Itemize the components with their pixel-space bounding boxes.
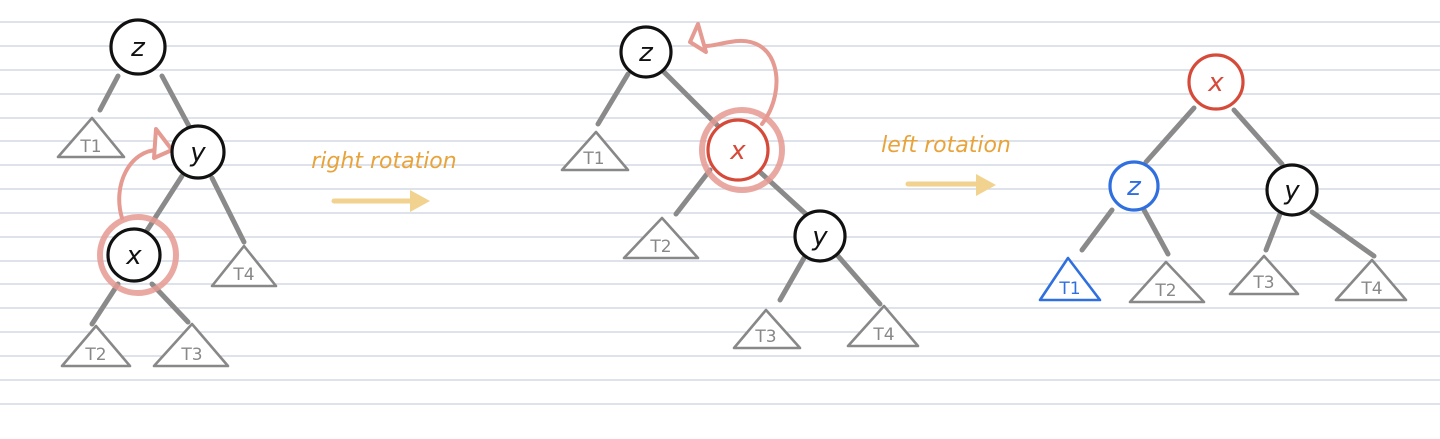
subtree-label: T3 [754, 327, 776, 347]
subtree-t3: T3 [152, 322, 230, 368]
subtree-t4: T4 [846, 304, 920, 348]
node-label: z [130, 33, 146, 63]
subtree-t2: T2 [622, 216, 700, 260]
subtree-label: T1 [582, 149, 604, 169]
tree-node-y: y [170, 124, 226, 180]
node-highlight-ring [97, 214, 179, 296]
edge [89, 281, 121, 327]
subtree-triangle [622, 216, 700, 260]
node-circle [1108, 160, 1160, 212]
edge [1143, 105, 1197, 165]
edge [777, 255, 807, 303]
tree-after-right-rotation: z x y T1 T2 T3 T4 [560, 22, 920, 350]
subtree-triangle [60, 324, 132, 368]
node-label: z [1126, 172, 1142, 202]
edge [661, 69, 723, 131]
left-rotation-caption-group: left rotation [881, 133, 1011, 196]
subtree-t4: T4 [210, 244, 278, 288]
subtree-triangle [560, 130, 630, 172]
node-label: z [638, 38, 654, 68]
subtree-t2: T2 [60, 324, 132, 368]
left-rotation-caption: left rotation [881, 133, 1011, 158]
node-circle [1265, 163, 1319, 217]
node-circle [170, 124, 226, 180]
subtree-t3: T3 [1228, 254, 1300, 296]
rotation-hint-arrowhead [152, 127, 174, 160]
subtree-triangle [732, 308, 802, 350]
node-circle [1187, 53, 1245, 111]
edge [1141, 207, 1171, 257]
tree-edges [1079, 105, 1377, 259]
subtree-t3: T3 [732, 308, 802, 350]
rotation-hint-arrowhead [688, 22, 708, 54]
subtree-label: T2 [1154, 281, 1176, 301]
edge [1263, 211, 1283, 253]
node-circle [793, 209, 847, 263]
subtree-triangle [1334, 258, 1408, 302]
subtree-triangle [1038, 256, 1102, 302]
tree-node-z: z [619, 25, 673, 79]
subtree-label: T4 [872, 325, 894, 345]
node-label: y [189, 138, 206, 168]
node-label: y [1283, 176, 1300, 206]
subtree-label: T3 [180, 345, 202, 365]
node-label: x [125, 241, 142, 271]
tree-node-x: x [1187, 53, 1245, 111]
subtree-t2: T2 [1128, 260, 1206, 304]
subtree-triangle [1128, 260, 1206, 304]
edge [595, 71, 631, 127]
subtree-label: T1 [79, 137, 101, 157]
subtree-t4: T4 [1334, 258, 1408, 302]
edge [1231, 107, 1285, 167]
subtree-label: T2 [84, 345, 106, 365]
rotation-hint-arrow [704, 38, 779, 126]
tree-edges [595, 69, 883, 307]
node-highlight-ring [699, 107, 785, 193]
right-rotation-caption-group: right rotation [311, 149, 457, 212]
tree-node-y: y [1265, 163, 1319, 217]
edge [97, 73, 121, 113]
edge [209, 175, 247, 245]
tree-edges [89, 73, 247, 327]
edge [1079, 207, 1115, 253]
tree-node-z: z [109, 18, 167, 76]
subtree-t1: T1 [1038, 256, 1102, 302]
node-label: x [729, 136, 746, 166]
right-rotation-arrowhead [410, 190, 430, 212]
node-circle [106, 227, 162, 283]
subtree-triangle [846, 304, 920, 348]
tree-after-left-rotation: x z y T1 T2 T3 T4 [1038, 53, 1408, 304]
edge [835, 253, 883, 307]
right-rotation-caption: right rotation [311, 149, 456, 174]
tree-node-y: y [793, 209, 847, 263]
node-circle [706, 118, 770, 182]
tree-node-x: x [106, 227, 162, 283]
subtree-label: T1 [1058, 279, 1080, 299]
left-rotation-arrowhead [976, 174, 996, 196]
node-label: x [1207, 68, 1224, 98]
node-circle [109, 18, 167, 76]
subtree-label: T4 [232, 265, 254, 285]
subtree-triangle [1228, 254, 1300, 296]
tree-before-right-rotation: z y x T1 T4 T2 T3 [56, 18, 278, 368]
subtree-label: T2 [649, 237, 671, 257]
node-circle [619, 25, 673, 79]
subtree-t1: T1 [560, 130, 630, 172]
subtree-triangle [210, 244, 278, 288]
subtree-label: T3 [1252, 273, 1274, 293]
subtree-label: T4 [1360, 279, 1382, 299]
rotation-hint-arrow [117, 148, 160, 220]
edge [1309, 209, 1377, 259]
subtree-t1: T1 [56, 116, 126, 159]
tree-node-z: z [1108, 160, 1160, 212]
subtree-triangle [56, 116, 126, 159]
subtree-triangle [152, 322, 230, 368]
tree-node-x: x [706, 118, 770, 182]
edge [159, 73, 193, 131]
edge [673, 167, 713, 217]
node-label: y [811, 222, 828, 252]
